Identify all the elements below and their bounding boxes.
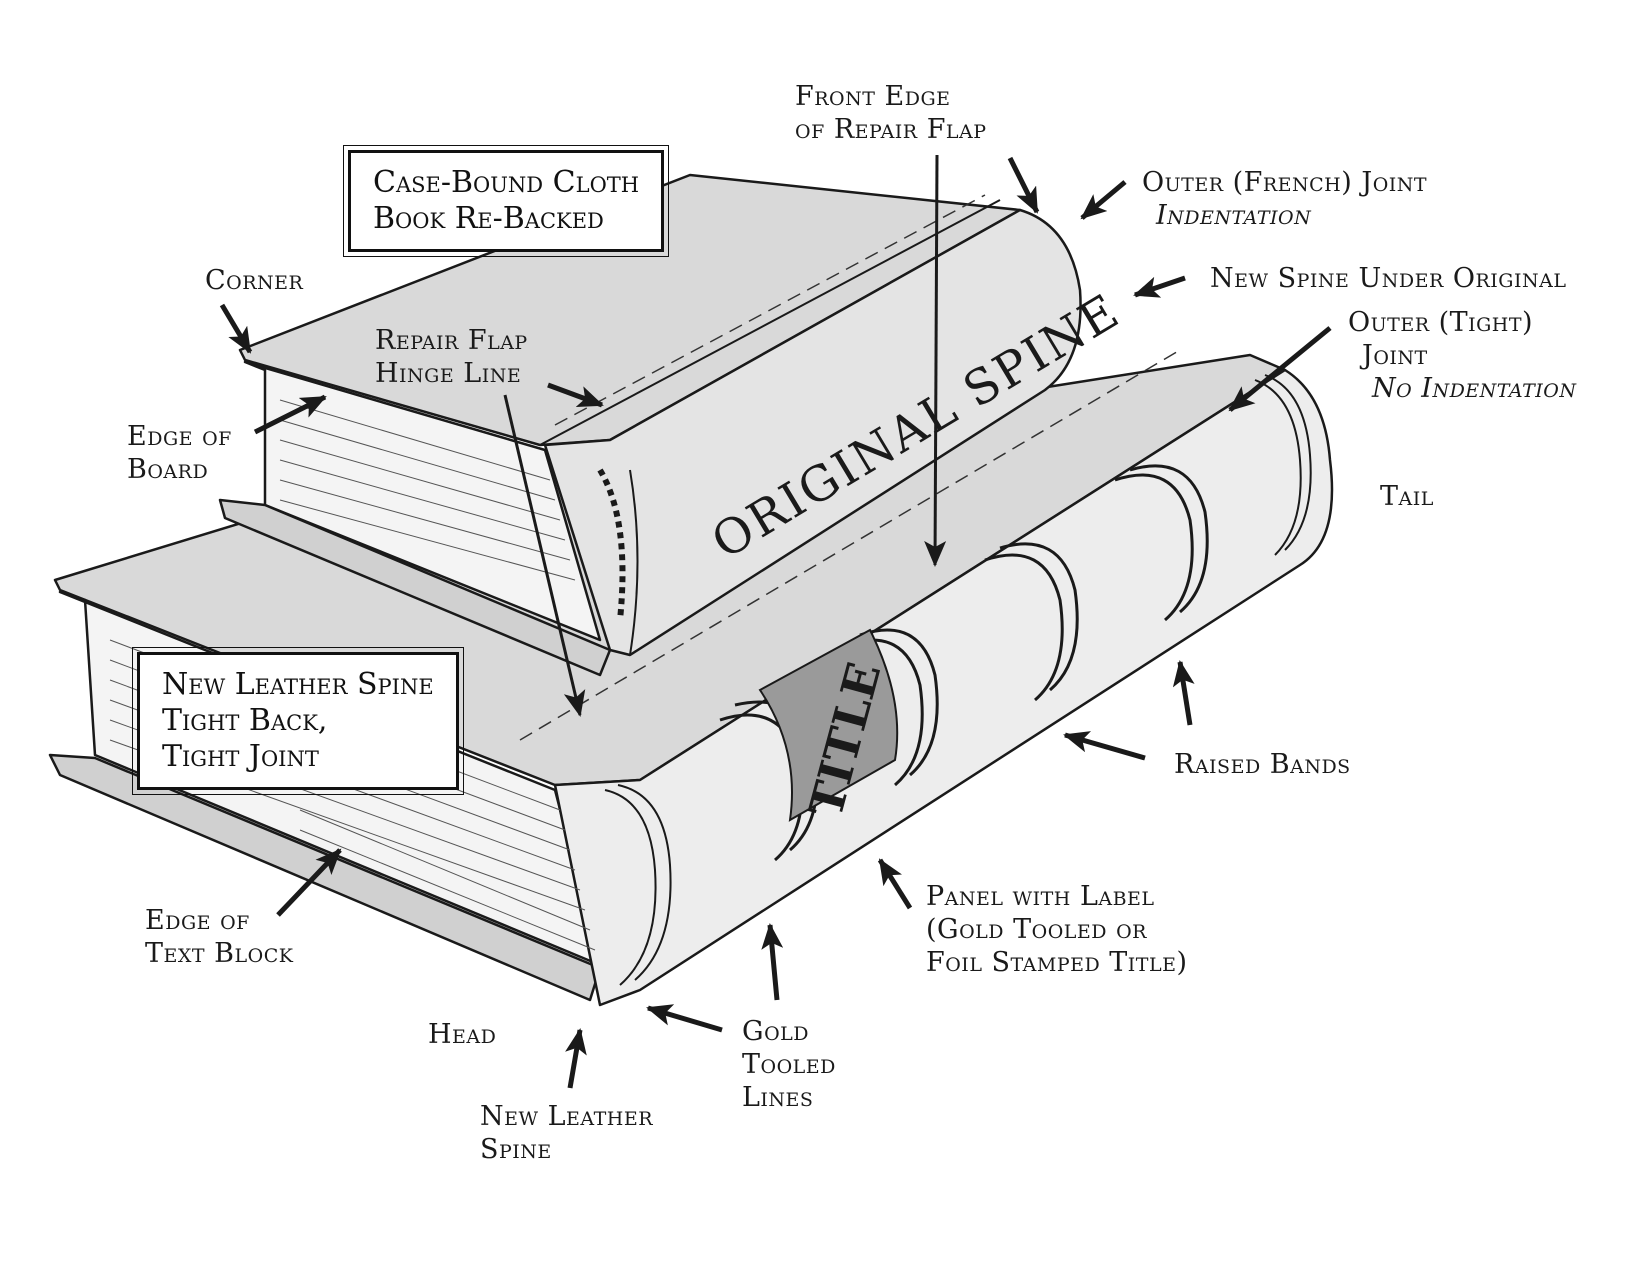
label-gold-tooled-line2: Tooled: [742, 1049, 836, 1080]
label-outer-french-joint-line2: Indentation: [1156, 200, 1312, 231]
label-front-edge: Front Edge of Repair Flap: [795, 80, 987, 146]
raised-band: [1129, 464, 1209, 614]
arrow-tight-joint: [1228, 326, 1332, 412]
gold-tooled-line: [1254, 379, 1302, 556]
raised-band: [1114, 473, 1194, 622]
label-front-edge-line2: of Repair Flap: [795, 114, 987, 145]
label-edge-of-text-block: Edge of Text Block: [145, 904, 293, 970]
label-new-spine-under-text: New Spine Under Original: [1210, 263, 1567, 294]
raised-band: [984, 553, 1064, 702]
bottom-book-hinge-line: [519, 349, 1181, 741]
label-head: Head: [428, 1018, 496, 1051]
new-leather-box-line2: Tight Back,: [162, 703, 328, 738]
top-book-headband: [597, 468, 626, 621]
label-tail-text: Tail: [1380, 481, 1434, 512]
arrow-raised-bands-2: [1063, 731, 1146, 761]
arrow-corner: [219, 303, 253, 354]
label-gold-tooled: Gold Tooled Lines: [742, 1015, 836, 1114]
callout-arrows: [219, 154, 1332, 1089]
label-panel-line2: (Gold Tooled or: [926, 914, 1147, 945]
top-book-page-lines: [279, 399, 576, 581]
case-bound-box-line2: Book Re-Backed: [373, 201, 604, 236]
label-outer-french-joint: Outer (French) Joint Indentation: [1142, 166, 1427, 232]
arrow-edge-of-board: [253, 394, 327, 435]
top-book-lower-board: [218, 498, 612, 677]
arrow-panel: [877, 858, 913, 910]
arrow-gold-tooled-1: [761, 923, 784, 1001]
label-edge-of-text-block-line1: Edge of: [145, 905, 250, 936]
gold-tooled-line: [1264, 374, 1312, 551]
arrow-front-edge-2: [1007, 156, 1040, 214]
raised-band: [859, 628, 939, 777]
label-edge-of-board-line1: Edge of: [127, 421, 232, 452]
arrow-new-leather-spine: [565, 1028, 587, 1089]
label-corner-text: Corner: [205, 265, 304, 296]
case-bound-box: Case-Bound Cloth Book Re-Backed: [342, 145, 670, 257]
top-book: [218, 173, 1082, 677]
label-new-leather-spine: New Leather Spine: [480, 1100, 653, 1166]
label-tail: Tail: [1380, 480, 1434, 513]
label-outer-tight-joint-line3: No Indentation: [1372, 373, 1577, 404]
gold-tooled-line: [604, 789, 657, 986]
label-panel-line1: Panel with Label: [926, 881, 1155, 912]
label-raised-bands: Raised Bands: [1174, 748, 1351, 781]
arrow-repair-flap-long: [503, 394, 586, 717]
top-book-hinge-line: [554, 194, 986, 426]
label-corner: Corner: [205, 264, 303, 297]
label-repair-flap-line1: Repair Flap: [375, 325, 528, 356]
label-repair-flap: Repair Flap Hinge Line: [375, 324, 528, 390]
new-leather-box: New Leather Spine Tight Back, Tight Join…: [132, 647, 464, 795]
arrow-text-block: [276, 848, 342, 917]
label-edge-of-board: Edge of Board: [127, 420, 232, 486]
new-leather-box-line1: New Leather Spine: [162, 667, 434, 702]
label-new-spine-under: New Spine Under Original: [1210, 262, 1566, 295]
bottom-book-spine: [553, 368, 1334, 1007]
label-gold-tooled-line3: Lines: [742, 1082, 814, 1113]
label-edge-of-board-line2: Board: [127, 454, 209, 485]
label-outer-tight-joint-line2: Joint: [1362, 340, 1428, 371]
label-head-text: Head: [428, 1019, 497, 1050]
top-book-text-block: [243, 360, 602, 642]
label-panel-line3: Foil Stamped Title): [926, 947, 1188, 978]
label-front-edge-line1: Front Edge: [795, 81, 951, 112]
top-book-original-spine-edge: [629, 469, 639, 656]
gold-tooled-line: [617, 784, 672, 981]
label-raised-bands-text: Raised Bands: [1174, 749, 1351, 780]
arrow-raised-bands-1: [1172, 660, 1195, 726]
label-edge-of-text-block-line2: Text Block: [145, 938, 294, 969]
arrow-new-spine-under: [1133, 275, 1186, 298]
case-bound-box-line1: Case-Bound Cloth: [373, 165, 640, 200]
arrow-french-joint: [1080, 180, 1127, 220]
top-book-spine: [543, 208, 1082, 657]
arrow-repair-flap: [547, 382, 604, 408]
new-leather-box-line3: Tight Joint: [162, 739, 319, 774]
label-new-leather-spine-line1: New Leather: [480, 1101, 654, 1132]
label-outer-french-joint-line1: Outer (French) Joint: [1142, 167, 1428, 198]
label-outer-tight-joint-line1: Outer (Tight): [1348, 307, 1534, 338]
title-panel: [758, 628, 899, 822]
label-gold-tooled-line1: Gold: [742, 1016, 809, 1047]
arrow-gold-tooled-2: [646, 1004, 723, 1033]
gold-tooled-lines-group: [604, 374, 1312, 986]
label-outer-tight-joint: Outer (Tight) Joint No Indentation: [1348, 306, 1577, 405]
top-book-repair-flap-edge: [539, 199, 1001, 446]
raised-band: [844, 638, 924, 787]
raised-band: [999, 542, 1079, 692]
label-new-leather-spine-line2: Spine: [480, 1134, 552, 1165]
label-panel-with-label: Panel with Label (Gold Tooled or Foil St…: [926, 880, 1188, 979]
arrow-front-edge: [924, 154, 947, 567]
label-repair-flap-line2: Hinge Line: [375, 358, 522, 389]
